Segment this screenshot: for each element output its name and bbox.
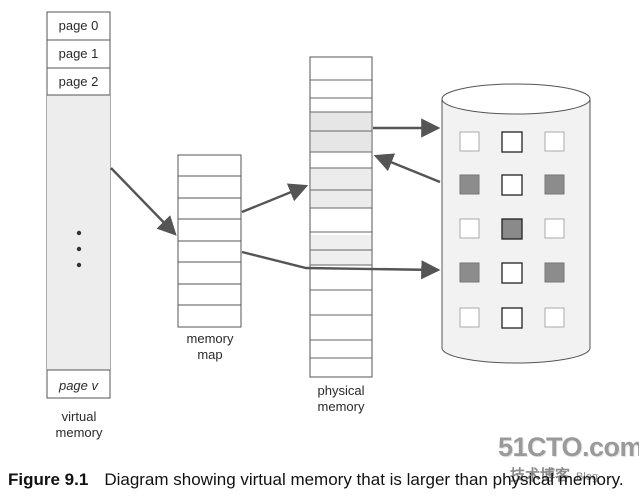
figure-caption: Figure 9.1 Diagram showing virtual memory… <box>8 470 624 490</box>
disk-block <box>544 174 565 195</box>
page-1-label: page 1 <box>58 46 99 61</box>
arrow-virtual-to-map <box>110 167 177 236</box>
disk-top <box>441 83 591 115</box>
physical-memory-label-line1: physical <box>317 383 365 398</box>
disk-cylinder <box>441 83 591 364</box>
memory-map-column <box>177 154 242 328</box>
disk-block <box>459 131 480 152</box>
physical-frame-shaded <box>311 112 371 152</box>
disk-block <box>544 262 565 283</box>
caption-text: Diagram showing virtual memory that is l… <box>104 470 624 489</box>
arrow-map-to-disk <box>241 250 441 280</box>
physical-frame-shaded <box>311 168 371 208</box>
ellipsis-dot <box>76 230 82 236</box>
virtual-memory-label-line1: virtual <box>61 409 97 424</box>
disk-block <box>459 307 480 328</box>
mapping-arrows <box>110 118 441 280</box>
disk-block <box>501 218 523 240</box>
page-2-label: page 2 <box>58 74 99 89</box>
virtual-memory-label-line2: memory <box>55 425 103 440</box>
ellipsis-dot <box>76 246 82 252</box>
watermark-sub-text: 技术博客 <box>510 467 571 484</box>
physical-memory-outline <box>309 56 373 378</box>
disk-block <box>501 174 523 196</box>
disk-block <box>459 218 480 239</box>
disk-block <box>501 131 523 153</box>
disk-block <box>501 307 523 329</box>
memory-map-label-line1: memory <box>186 331 234 346</box>
disk-block <box>544 307 565 328</box>
disk-block <box>544 131 565 152</box>
physical-memory-label-line2: memory <box>317 399 365 414</box>
virtual-memory-column <box>46 11 111 399</box>
memory-map-label-line2: map <box>197 347 223 362</box>
arrow-map-to-physical <box>241 183 309 214</box>
disk-block <box>459 262 480 283</box>
page-v-label: page v <box>58 378 99 393</box>
page-0-label: page 0 <box>58 18 99 33</box>
disk-block <box>544 218 565 239</box>
watermark-sub: 技术博客 Blog <box>510 464 598 485</box>
ellipsis-dot <box>76 262 82 268</box>
watermark-logo: 51CTO.com <box>498 432 639 462</box>
figure-number: Figure 9.1 <box>8 470 89 489</box>
watermark-sub-suffix: Blog <box>576 471 599 483</box>
physical-memory-column <box>309 56 373 378</box>
disk-block <box>459 174 480 195</box>
physical-frame-dividers <box>310 79 372 359</box>
arrow-disk-to-physical <box>373 153 441 184</box>
disk-block <box>501 262 523 284</box>
